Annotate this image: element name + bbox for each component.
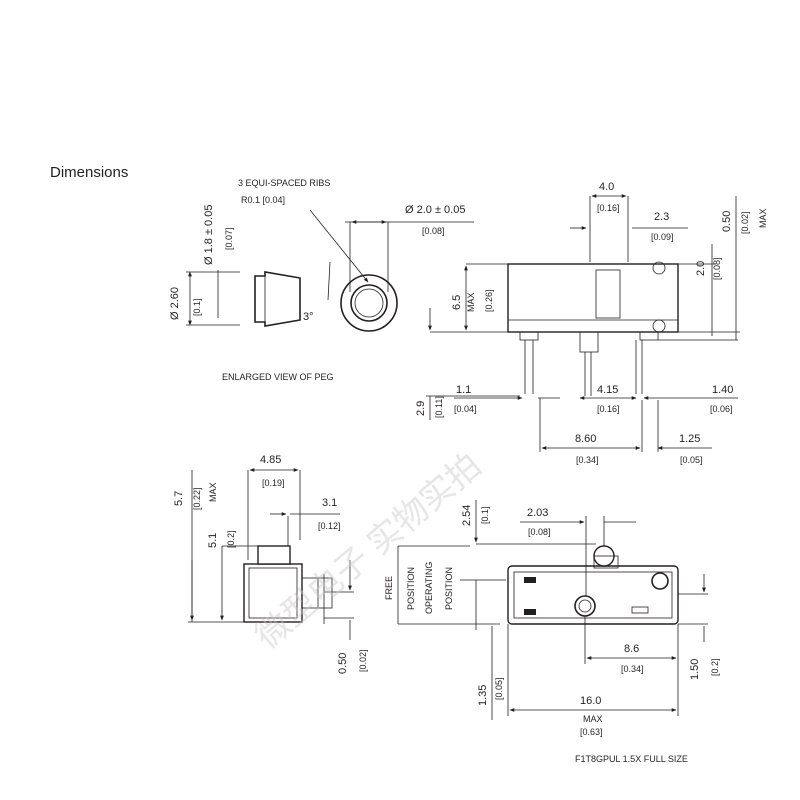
front-h-body-lbl: MAX	[466, 292, 476, 312]
top-pt: 2.54	[461, 505, 473, 526]
top-h-edge-in: [0.2]	[710, 658, 720, 676]
side-h-total-in: [0.22]	[192, 487, 202, 510]
top-h-edge: 1.50	[689, 659, 701, 680]
top-view: 2.54 [0.1] 2.03 [0.08] FREE POSITION OPE…	[384, 500, 720, 764]
front-h-body-in: [0.26]	[484, 289, 494, 312]
peg-caption: ENLARGED VIEW OF PEG	[222, 372, 334, 382]
front-view: 4.0 [0.16] 2.3 [0.09] 0.50 [0.02] MAX 2.…	[415, 181, 768, 465]
peg-dia-end-in: [0.08]	[422, 226, 445, 236]
side-h-body: 5.1	[207, 533, 219, 548]
peg-dia-side: Ø 2.60	[169, 287, 181, 320]
peg-angle: 3°	[303, 311, 314, 323]
top-operating: OPERATING	[424, 562, 434, 614]
peg-dia-top-in: [0.07]	[224, 227, 234, 250]
front-w-act: 2.3	[654, 211, 669, 223]
peg-end-outer	[340, 274, 398, 332]
front-pitch-in: [0.34]	[576, 455, 599, 465]
peg-dia-end: Ø 2.0 ± 0.05	[405, 204, 465, 216]
side-h-total-lbl: MAX	[208, 482, 218, 502]
side-pin-t: 0.50	[337, 653, 349, 674]
top-length-lbl: MAX	[583, 714, 603, 724]
top-pos1: POSITION	[406, 567, 416, 610]
top-h-left-in: [0.05]	[494, 677, 504, 700]
peg-dia-side-in: [0.1]	[192, 298, 202, 316]
front-w-top-in: [0.16]	[597, 203, 620, 213]
front-h-act-in: [0.08]	[712, 257, 722, 280]
front-pin-len: 2.9	[415, 401, 427, 416]
top-off-in: [0.08]	[528, 527, 551, 537]
peg-side-shape	[254, 271, 301, 327]
front-edge-in: [0.05]	[680, 455, 703, 465]
front-h-max-in: [0.02]	[740, 211, 750, 234]
top-pt-in: [0.1]	[480, 506, 490, 524]
front-pin-a-in: [0.04]	[454, 404, 477, 414]
top-pos2: POSITION	[444, 567, 454, 610]
side-h-body-in: [0.2]	[226, 530, 236, 548]
front-actuator	[595, 269, 621, 319]
top-hole-dist: 8.6	[624, 643, 639, 655]
front-pin-len-in: [0.11]	[434, 396, 444, 418]
rib-leader	[309, 209, 369, 283]
front-h-max: 0.50	[721, 211, 733, 232]
front-body	[507, 263, 679, 333]
front-pin-a: 1.1	[456, 384, 471, 396]
side-pin-w-in: [0.12]	[318, 521, 341, 531]
side-body	[243, 563, 303, 623]
top-body	[507, 565, 679, 625]
front-h-body: 6.5	[451, 295, 463, 310]
peg-dia-top: Ø 1.8 ± 0.05	[203, 205, 215, 265]
side-width-in: [0.19]	[262, 478, 285, 488]
side-h-total: 5.7	[173, 491, 185, 506]
front-w-top: 4.0	[599, 181, 614, 193]
front-h-act: 2.0	[695, 261, 707, 276]
side-actuator	[257, 545, 291, 565]
top-caption: F1T8GPUL 1.5X FULL SIZE	[575, 754, 688, 764]
top-hole-dist-in: [0.34]	[621, 664, 644, 674]
side-pin-t-in: [0.02]	[358, 649, 368, 672]
front-pin-c-in: [0.06]	[710, 404, 733, 414]
top-free: FREE	[384, 576, 394, 600]
side-pins	[301, 577, 333, 609]
peg-end-inner	[350, 284, 388, 322]
peg-view: 3 EQUI-SPACED RIBS R0.1 [0.04] Ø 1.8 ± 0…	[169, 178, 474, 382]
front-w-act-in: [0.09]	[651, 232, 674, 242]
peg-rib-note-1: 3 EQUI-SPACED RIBS	[238, 178, 330, 188]
page-heading: Dimensions	[50, 164, 129, 181]
front-pitch: 8.60	[575, 433, 596, 445]
front-pin-b-in: [0.16]	[597, 404, 620, 414]
front-edge: 1.25	[679, 433, 700, 445]
front-pin-mid	[579, 331, 599, 353]
front-pin-c: 1.40	[712, 384, 733, 396]
top-off: 2.03	[527, 507, 548, 519]
peg-rib-note-2: R0.1 [0.04]	[241, 195, 285, 205]
top-length-in: [0.63]	[580, 727, 603, 737]
front-h-max-lbl: MAX	[758, 208, 768, 228]
top-h-left: 1.35	[477, 685, 489, 706]
front-pin-left	[519, 331, 539, 341]
side-pin-w: 3.1	[322, 497, 337, 509]
front-pin-right	[639, 331, 659, 341]
top-length: 16.0	[580, 695, 601, 707]
side-width: 4.85	[260, 454, 281, 466]
side-view: 4.85 [0.19] 3.1 [0.12] 5.7 [0.22] MAX 5.…	[173, 454, 368, 674]
front-pin-b: 4.15	[597, 384, 618, 396]
